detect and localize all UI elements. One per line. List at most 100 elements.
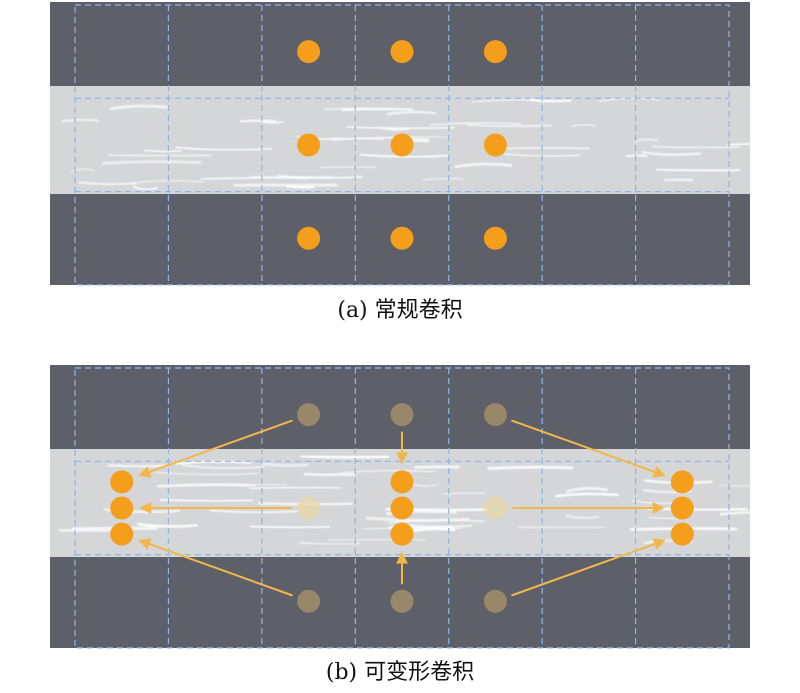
panel-b-deformed-points — [110, 470, 694, 546]
strip-texture-streak — [136, 522, 199, 528]
strip-texture-streak — [303, 472, 356, 477]
grid-border — [74, 367, 730, 649]
strip-texture-streak — [554, 492, 619, 498]
original-sampling-point — [390, 403, 414, 427]
deformed-sampling-point-left-top — [110, 470, 134, 494]
offset-arrow — [138, 538, 293, 597]
strip-texture-streak — [200, 176, 309, 181]
strip-texture-streak — [331, 136, 430, 142]
sampling-point — [390, 226, 414, 250]
caption-panel-b: (b) 可变形卷积 — [325, 660, 475, 685]
deformed-sampling-point-left-mid — [110, 496, 134, 520]
strip-texture-streak — [341, 107, 414, 112]
strip-texture-streak — [365, 516, 470, 523]
offset-arrow — [138, 419, 293, 478]
strip-texture-streak — [107, 464, 167, 468]
grid-border — [74, 4, 730, 286]
strip-texture-streak — [327, 539, 426, 541]
strip-texture-streak — [651, 145, 740, 149]
panel-b-offset-arrows — [138, 419, 666, 597]
strip-texture-streak — [726, 142, 784, 146]
sampling-point — [297, 40, 321, 64]
panel-a-grid — [74, 4, 730, 286]
strip-texture-streak — [487, 465, 574, 470]
strip-texture-streak — [633, 138, 659, 143]
strip-texture-streak — [412, 527, 456, 533]
panel-deformable-convolution — [50, 365, 800, 649]
strip-texture-streak — [285, 184, 315, 189]
original-sampling-point — [483, 403, 507, 427]
strip-texture-streak — [664, 178, 694, 182]
offset-arrow — [511, 538, 666, 597]
strip-texture-streak — [471, 99, 550, 103]
original-sampling-point — [297, 403, 321, 427]
sampling-point — [483, 133, 507, 157]
strip-texture-streak — [159, 498, 254, 502]
strip-texture-streak — [210, 509, 299, 514]
sampling-point — [390, 40, 414, 64]
strip-texture-streak — [656, 168, 741, 172]
strip-texture-streak — [319, 166, 378, 169]
strip-texture-streak — [102, 160, 202, 165]
strip-texture-streak — [641, 150, 702, 157]
deformed-sampling-point-right-bottom — [670, 522, 694, 546]
strip-texture-streak — [109, 104, 169, 111]
strip-texture-streak — [300, 454, 390, 459]
panel-b-grid — [74, 367, 730, 649]
caption-panel-a: (a) 常规卷积 — [337, 298, 463, 323]
strip-texture-streak — [130, 179, 204, 185]
original-sampling-point — [297, 589, 321, 613]
strip-texture-streak — [156, 483, 257, 488]
strip-texture-streak — [504, 153, 581, 157]
strip-texture-streak — [380, 136, 453, 139]
strip-texture-streak — [564, 514, 600, 520]
deformed-sampling-point-center-mid — [390, 496, 414, 520]
strip-texture-streak — [719, 510, 800, 516]
deformed-sampling-point-center-top — [390, 470, 414, 494]
sampling-point — [483, 226, 507, 250]
strip-texture-streak — [442, 492, 486, 495]
deformed-sampling-point-right-top — [670, 470, 694, 494]
strip-texture-streak — [60, 118, 100, 123]
strip-texture-streak — [338, 469, 435, 474]
strip-texture-streak — [249, 486, 342, 490]
original-sampling-point — [390, 589, 414, 613]
strip-texture-streak — [155, 471, 258, 476]
strip-texture-streak — [380, 126, 410, 131]
original-sampling-point — [297, 496, 321, 520]
strip-texture-streak — [70, 168, 95, 173]
sampling-point — [297, 133, 321, 157]
strip-texture-streak — [277, 174, 363, 179]
deformed-sampling-point-center-bottom — [390, 522, 414, 546]
deformed-sampling-point-left-bottom — [110, 522, 134, 546]
strip-texture-streak — [298, 541, 361, 546]
strip-texture-streak — [422, 177, 465, 181]
strip-texture-streak — [132, 185, 158, 191]
strip-texture-streak — [249, 525, 331, 529]
deformed-sampling-point-right-mid — [670, 496, 694, 520]
sampling-point — [297, 226, 321, 250]
strip-texture-streak — [346, 126, 455, 130]
panel-a-sampling-points — [297, 40, 507, 250]
original-sampling-point — [483, 496, 507, 520]
sampling-point — [483, 40, 507, 64]
strip-texture-streak — [143, 149, 182, 153]
strip-texture-streak — [404, 523, 473, 528]
strip-texture-streak — [261, 462, 309, 467]
panel-b-original-points — [297, 403, 507, 613]
strip-texture-streak — [625, 154, 648, 158]
strip-texture-streak — [720, 484, 780, 487]
strip-texture-streak — [386, 110, 436, 116]
sampling-point — [390, 133, 414, 157]
strip-texture-streak — [570, 124, 596, 128]
panel-regular-convolution — [50, 2, 784, 286]
strip-texture-streak — [454, 162, 513, 169]
offset-arrow — [511, 419, 666, 478]
strip-texture-streak — [239, 119, 277, 123]
strip-texture-streak — [175, 460, 252, 465]
original-sampling-point — [483, 589, 507, 613]
strip-texture-streak — [359, 153, 449, 158]
strip-texture-streak — [182, 464, 266, 470]
strip-texture-streak — [565, 486, 609, 493]
